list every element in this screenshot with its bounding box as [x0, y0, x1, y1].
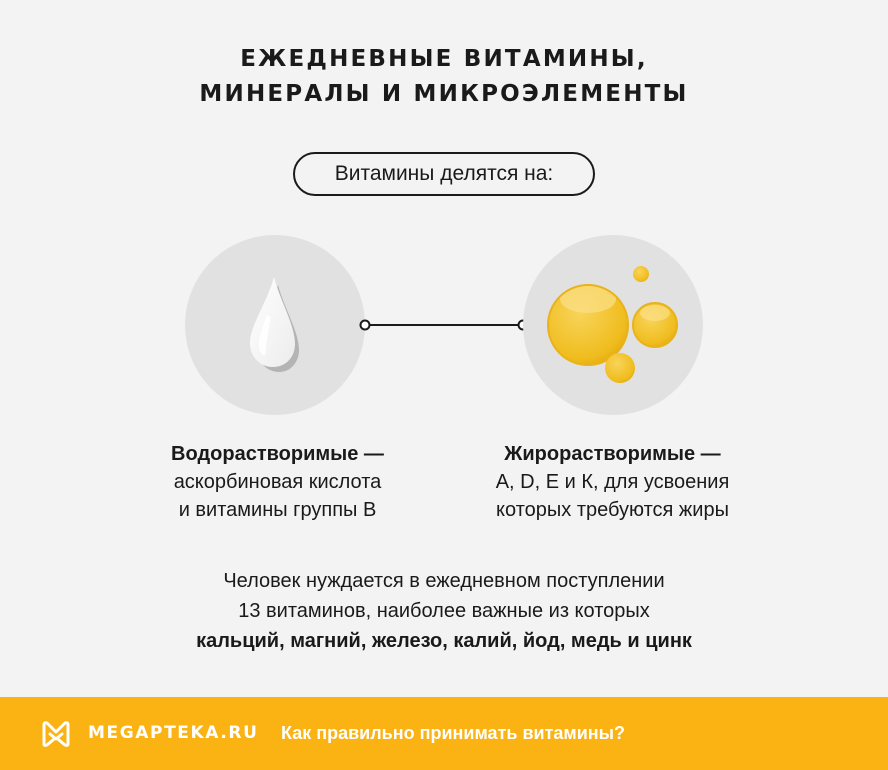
- summary-line-3: кальций, магний, железо, калий, йод, мед…: [196, 630, 692, 652]
- water-soluble-description: Водорастворимые — аскорбиновая кислота и…: [120, 440, 435, 524]
- footer-bar: MEGAPTEKA.RU Как правильно принимать вит…: [0, 697, 888, 770]
- page-title: ЕЖЕДНЕВНЫЕ ВИТАМИНЫ, МИНЕРАЛЫ И МИКРОЭЛЕ…: [0, 42, 888, 112]
- fat-soluble-circle: [523, 235, 703, 415]
- title-line-2: МИНЕРАЛЫ И МИКРОЭЛЕМЕНТЫ: [199, 81, 689, 107]
- summary-text: Человек нуждается в ежедневном поступлен…: [0, 566, 888, 656]
- fat-soluble-heading: Жирорастворимые —: [504, 443, 721, 465]
- brand-name[interactable]: MEGAPTEKA.RU: [88, 723, 259, 743]
- summary-line-1: Человек нуждается в ежедневном поступлен…: [223, 570, 665, 592]
- fat-soluble-description: Жирорастворимые — A, D, E и К, для усвое…: [455, 440, 770, 524]
- title-line-1: ЕЖЕДНЕВНЫЕ ВИТАМИНЫ,: [240, 46, 648, 72]
- oil-drops-icon: [547, 266, 678, 383]
- water-soluble-heading: Водорастворимые —: [171, 443, 384, 465]
- connector-line: [359, 319, 529, 331]
- water-soluble-circle: [185, 235, 365, 415]
- megapteka-logo-icon: [42, 721, 70, 747]
- category-pill: Витамины делятся на:: [293, 152, 595, 196]
- fat-soluble-line-1: A, D, E и К, для усвоения: [495, 471, 730, 493]
- summary-line-2: 13 витаминов, наиболее важные из которых: [238, 600, 650, 622]
- water-soluble-line-1: аскорбиновая кислота: [173, 471, 382, 493]
- water-drop-icon: [250, 277, 299, 372]
- fat-soluble-line-2: которых требуются жиры: [496, 499, 729, 521]
- water-soluble-line-2: и витамины группы В: [178, 499, 377, 521]
- article-link[interactable]: Как правильно принимать витамины?: [281, 723, 626, 743]
